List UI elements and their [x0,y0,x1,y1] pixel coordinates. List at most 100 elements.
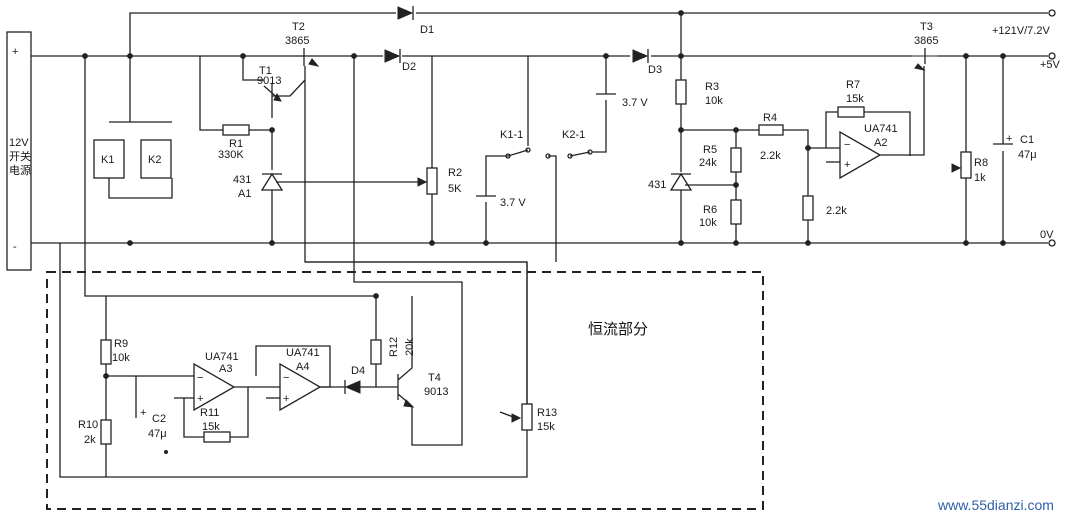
relay-group: K1 K2 [93,56,173,199]
terminal-v1 [1048,9,1056,17]
constant-current-section-title: 恒流部分 [588,320,648,338]
svg-text:−: − [844,139,850,151]
capacitor-c1: + C1 47μ [993,56,1037,243]
opamp-a2 [839,130,882,180]
svg-text:T3: T3 [920,21,933,33]
terminal-5v [1048,52,1056,60]
constant-current-section-border [46,271,764,510]
svg-text:R10: R10 [78,419,98,431]
svg-text:1k: 1k [974,172,986,184]
svg-text:R3: R3 [705,81,719,93]
svg-text:47μ: 47μ [1018,149,1037,161]
svg-text:2.2k: 2.2k [760,150,781,162]
a1-part: 431 [233,174,251,186]
svg-text:2k: 2k [84,434,96,446]
rail-top-a [129,12,396,56]
r1-value: 330K [218,149,244,161]
resistor-r11 [203,431,231,443]
t1-name: T1 [259,65,272,77]
t2-name: T2 [292,21,305,33]
resistor-r7 [837,106,865,118]
svg-text:R6: R6 [703,204,717,216]
svg-text:24k: 24k [699,157,717,169]
opamp-a3 [193,362,236,412]
watermark: www.55dianzi.com [937,497,1054,513]
svg-text:−: − [197,372,203,384]
k2-1-label: K2-1 [562,129,585,141]
svg-text:−: − [283,372,289,384]
output-5v-label: +5V [1040,59,1061,71]
u431-label: 431 [648,179,666,191]
shunt-regulator-a1: 431 A1 [233,130,426,243]
svg-text:C1: C1 [1020,134,1034,146]
svg-text:R13: R13 [537,407,557,419]
k1-label: K1 [101,154,114,166]
resistor-2k2 [802,195,814,221]
rx-value: 2.2k [826,205,847,217]
svg-text:A3: A3 [219,363,232,375]
a1-name: A1 [238,188,251,200]
potentiometer-r13 [521,403,533,431]
r1-name: R1 [229,138,243,150]
battery-switch-network: 3.7 V K1-1 K2-1 3.7 V [476,56,648,262]
svg-text:R8: R8 [974,157,988,169]
k1-1-label: K1-1 [500,129,523,141]
svg-text:+: + [283,393,289,405]
svg-text:R5: R5 [703,144,717,156]
svg-text:UA741: UA741 [864,123,898,135]
svg-text:+: + [1006,133,1012,145]
svg-text:UA741: UA741 [286,347,320,359]
svg-text:D3: D3 [648,64,662,76]
output-v1-label: +121V/7.2V [992,25,1050,37]
svg-text:15k: 15k [202,421,220,433]
svg-text:15k: 15k [537,421,555,433]
junction-dots [82,10,1006,379]
constant-current-circuit: + − + − + [84,56,533,477]
svg-text:10k: 10k [705,95,723,107]
svg-text:A2: A2 [874,137,887,149]
svg-text:A4: A4 [296,361,309,373]
svg-text:9013: 9013 [424,386,448,398]
svg-text:UA741: UA741 [205,351,239,363]
k2-label: K2 [148,154,161,166]
svg-text:R11: R11 [200,407,219,419]
svg-text:20k: 20k [404,338,416,356]
supply-plus-label: + [12,46,18,58]
svg-text:+: + [844,159,850,171]
resistor-r4 [758,124,784,136]
svg-text:R7: R7 [846,79,860,91]
battery-1-label: 3.7 V [500,197,526,209]
opamp-a4 [279,362,322,412]
svg-text:3865: 3865 [914,35,938,47]
r3-r5-r6-network: R3 10k R5 24k R6 10k 431 [648,13,759,243]
svg-text:+: + [197,393,203,405]
resistor-r10 [100,419,112,445]
resistor-r6 [730,199,742,225]
svg-text:D4: D4 [351,365,365,377]
t3-transistor: T3 3865 [912,21,938,71]
svg-text:10k: 10k [112,352,130,364]
supply-label-line3: 电源 [9,163,31,177]
svg-text:+: + [140,407,146,419]
diode-d1: D1 [397,6,434,36]
battery-2-label: 3.7 V [622,97,648,109]
diode-d4 [344,380,361,394]
svg-text:D2: D2 [402,61,416,73]
output-0v-label: 0V [1040,229,1054,241]
relay-k2-coil [140,139,172,179]
supply-label-line2: 开关 [9,149,31,163]
potentiometer-r8: R8 1k [951,56,988,243]
diode-d2: D2 [384,49,416,73]
potentiometer-r2: R2 5K [417,56,462,243]
supply-voltage-label: 12V [9,137,29,149]
svg-text:R12: R12 [388,337,400,357]
resistor-r1 [222,124,250,136]
r2-value: 5K [448,183,462,195]
svg-text:R9: R9 [114,338,128,350]
t1-part: 9013 [257,75,281,87]
diode-d3: D3 [632,49,662,76]
resistor-r12 [370,339,382,365]
svg-text:C2: C2 [152,413,166,425]
switching-power-supply [6,31,32,271]
